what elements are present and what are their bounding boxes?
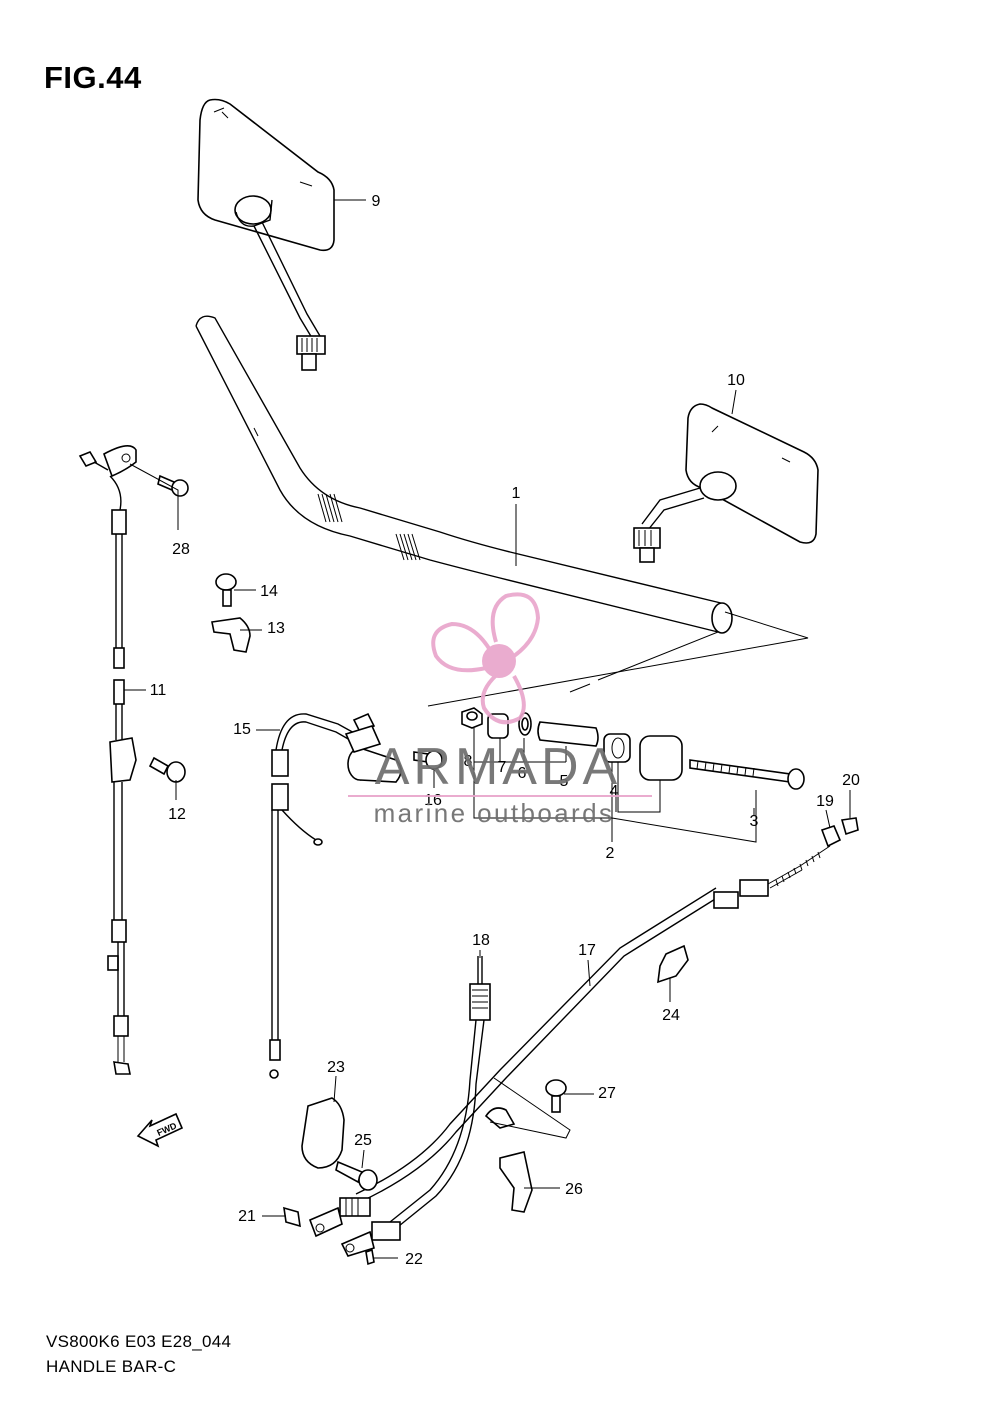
- callout-15: 15: [233, 721, 251, 738]
- callout-19: 19: [816, 793, 834, 810]
- callout-6: 6: [518, 765, 527, 782]
- part-3-screw: [689, 759, 805, 790]
- callout-labels: 1 2 3 4 5 6 7 8 9 10 11 12 13 14 15 16 1…: [150, 193, 860, 1268]
- part-14-bolt: [215, 573, 237, 607]
- part-22-clip: [365, 1248, 375, 1266]
- part-12-bolt: [148, 756, 186, 783]
- callout-9: 9: [372, 193, 381, 210]
- callout-24: 24: [662, 1007, 680, 1024]
- part-18-throttle-cable-return: [340, 956, 491, 1257]
- part-8-nut: [461, 707, 483, 729]
- part-23-housing: [301, 1097, 345, 1169]
- watermark-brand: ARMADA: [375, 738, 621, 796]
- callout-17: 17: [578, 942, 596, 959]
- figure-title: FIG.44: [44, 60, 142, 95]
- callout-26: 26: [565, 1181, 583, 1198]
- part-17-throttle-cable: [308, 845, 831, 1238]
- part-26-bracket: [484, 1077, 571, 1213]
- callout-14: 14: [260, 583, 278, 600]
- part-4-rubber: [603, 733, 631, 763]
- callout-12: 12: [168, 806, 186, 823]
- callout-13: 13: [267, 620, 285, 637]
- part-9-left-mirror: [197, 98, 335, 371]
- part-16-screw: [413, 750, 443, 770]
- part-5-spacer: [537, 721, 599, 747]
- part-1-handle-bar: [195, 315, 733, 634]
- part-20-nut: [840, 817, 859, 836]
- callout-21: 21: [238, 1208, 256, 1225]
- part-10-right-mirror: [633, 403, 819, 563]
- grip-knurl-right: [395, 533, 421, 561]
- part-24-clamp: [657, 944, 689, 984]
- callout-22: 22: [405, 1251, 423, 1268]
- callout-11: 11: [150, 682, 167, 699]
- fwd-direction-arrow: FWD: [136, 1112, 184, 1148]
- leader-lines: [124, 199, 851, 1259]
- callout-18: 18: [472, 932, 490, 949]
- callout-25: 25: [354, 1132, 372, 1149]
- watermark-tagline: marine outboards: [374, 798, 615, 828]
- callout-1: 1: [512, 485, 521, 502]
- group-name: HANDLE BAR-C: [46, 1357, 177, 1376]
- part-25-screw: [335, 1160, 378, 1191]
- propeller-logo: [431, 592, 541, 725]
- callout-20: 20: [842, 772, 860, 789]
- callout-7: 7: [498, 759, 507, 776]
- exploded-view-lines: [427, 611, 809, 707]
- part-27-bolt: [545, 1079, 567, 1113]
- callout-4: 4: [610, 783, 619, 800]
- part-28-screw: [157, 474, 189, 497]
- callout-2: 2: [606, 845, 615, 862]
- part-21-pin: [283, 1206, 301, 1228]
- model-code: VS800K6 E03 E28_044: [46, 1332, 232, 1351]
- callout-27: 27: [598, 1085, 616, 1102]
- callout-5: 5: [560, 773, 569, 790]
- part-15-switch-harness: [269, 712, 402, 1079]
- part-13-clamp: [211, 617, 251, 653]
- callout-23: 23: [327, 1059, 345, 1076]
- callout-10: 10: [727, 372, 745, 389]
- watermark: ARMADA marine outboards: [348, 592, 652, 828]
- part-19-cap: [820, 825, 842, 848]
- weight-set-brackets: [473, 728, 757, 843]
- callout-28: 28: [172, 541, 190, 558]
- part-2-balancer: [639, 735, 683, 781]
- callout-3: 3: [750, 813, 759, 830]
- callout-8: 8: [464, 753, 473, 770]
- part-11-clutch-cable: [78, 445, 137, 1075]
- grip-knurl-left: [317, 493, 343, 523]
